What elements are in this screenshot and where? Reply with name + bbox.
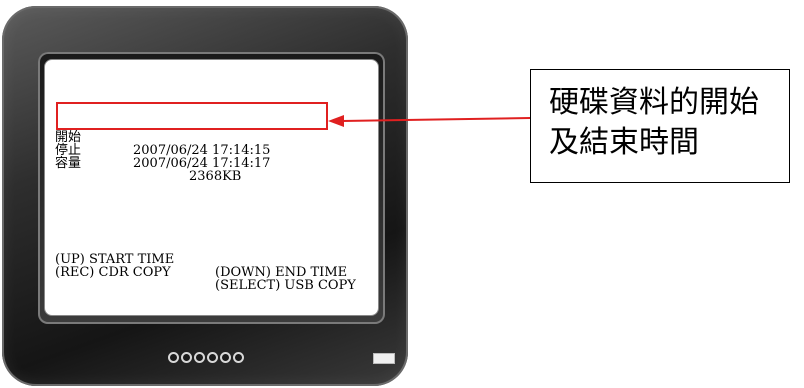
monitor: 開始 2007/06/24 17:14:15 停止 2007/06/24 17:… bbox=[2, 6, 408, 386]
power-led-icon bbox=[373, 353, 395, 364]
start-label: 開始 bbox=[55, 130, 82, 145]
stop-label: 停止 bbox=[55, 143, 82, 158]
menu-down: (DOWN) END TIME bbox=[215, 265, 348, 280]
front-buttons bbox=[168, 352, 244, 363]
screen-bezel: 開始 2007/06/24 17:14:15 停止 2007/06/24 17:… bbox=[38, 52, 385, 324]
start-value: 2007/06/24 17:14:15 bbox=[133, 143, 271, 158]
round-button-icon[interactable] bbox=[207, 352, 218, 363]
callout-line-2: 及結束時間 bbox=[549, 125, 699, 160]
stop-row: 停止 2007/06/24 17:14:17 bbox=[55, 131, 270, 183]
start-row: 開始 2007/06/24 17:14:15 bbox=[55, 118, 270, 170]
round-button-icon[interactable] bbox=[220, 352, 231, 363]
menu-select: (SELECT) USB COPY bbox=[215, 278, 356, 293]
menu-rec: (REC) CDR COPY bbox=[55, 265, 171, 280]
menu-up: (UP) START TIME bbox=[55, 252, 175, 267]
menu-row-2: (REC) CDR COPY (SELECT) USB COPY bbox=[55, 253, 356, 305]
stop-value: 2007/06/24 17:14:17 bbox=[133, 156, 271, 171]
dvr-screen: 開始 2007/06/24 17:14:15 停止 2007/06/24 17:… bbox=[44, 59, 379, 316]
round-button-icon[interactable] bbox=[181, 352, 192, 363]
menu-row-1: (UP) START TIME (DOWN) END TIME bbox=[55, 240, 347, 292]
round-button-icon[interactable] bbox=[168, 352, 179, 363]
time-highlight-box bbox=[56, 102, 328, 130]
callout-box: 硬碟資料的開始 及結束時間 bbox=[530, 69, 790, 183]
capacity-value: 2368KB bbox=[189, 169, 242, 184]
round-button-icon[interactable] bbox=[194, 352, 205, 363]
round-button-icon[interactable] bbox=[233, 352, 244, 363]
capacity-label: 容量 bbox=[55, 156, 82, 171]
callout-line-1: 硬碟資料的開始 bbox=[549, 85, 759, 120]
capacity-row: 容量 2368KB bbox=[55, 144, 241, 196]
